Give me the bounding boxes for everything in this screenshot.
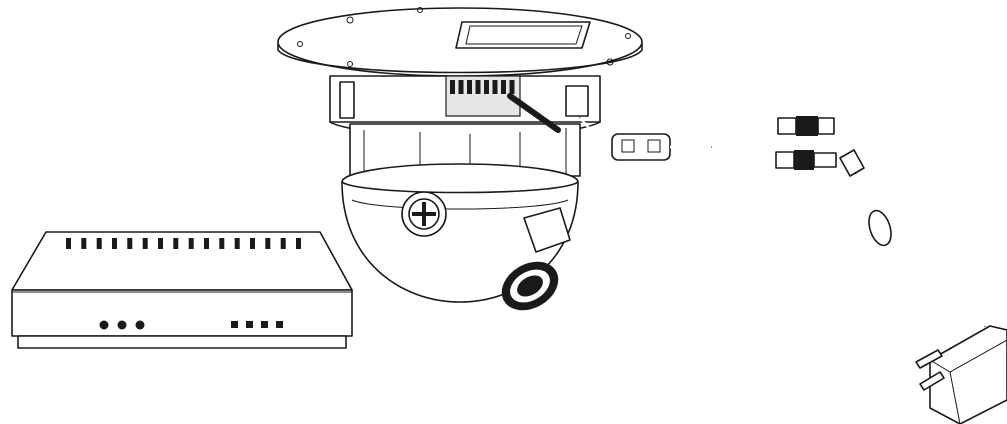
ferrite-core-icon bbox=[611, 133, 671, 161]
terminal-pin bbox=[492, 80, 498, 94]
power-adapter bbox=[839, 149, 1007, 424]
switch-port bbox=[81, 238, 87, 249]
camera-lens-icon bbox=[501, 207, 571, 311]
terminal-pin bbox=[467, 80, 472, 94]
adjustment-screw-icon bbox=[401, 191, 447, 237]
switch-port bbox=[219, 238, 225, 249]
switch-port bbox=[173, 238, 179, 249]
switch-port bbox=[96, 238, 102, 249]
adapter-body-icon bbox=[915, 325, 1007, 424]
switch-port bbox=[204, 238, 209, 249]
multi-connector-cable bbox=[579, 116, 837, 170]
switch-port bbox=[142, 238, 148, 249]
switch-port bbox=[158, 238, 163, 249]
switch-port-row bbox=[66, 238, 301, 249]
network-switch bbox=[11, 231, 353, 349]
bnc-connector-icon bbox=[777, 116, 835, 136]
switch-port bbox=[112, 238, 117, 249]
terminal-pin bbox=[458, 80, 464, 94]
terminal-pin bbox=[509, 80, 515, 94]
mounting-plate bbox=[277, 7, 643, 77]
status-indicator-dots bbox=[99, 320, 145, 330]
switch-port bbox=[188, 238, 194, 249]
status-indicator-squares bbox=[231, 321, 283, 328]
io-wire bbox=[507, 93, 561, 133]
switch-port bbox=[296, 238, 301, 249]
switch-port bbox=[66, 238, 71, 249]
terminal-pin bbox=[484, 80, 489, 94]
terminal-pin bbox=[501, 80, 506, 94]
switch-port bbox=[280, 238, 286, 249]
dc-power-jack-icon bbox=[775, 150, 837, 170]
cable-bead-icon bbox=[868, 209, 892, 247]
switch-port bbox=[127, 238, 133, 249]
switch-port bbox=[265, 238, 271, 249]
switch-port bbox=[250, 238, 255, 249]
terminal-pin bbox=[450, 80, 455, 94]
terminal-pin bbox=[475, 80, 481, 94]
dc-plug-icon bbox=[839, 149, 865, 177]
switch-port bbox=[234, 238, 240, 249]
dome-camera bbox=[277, 7, 643, 311]
